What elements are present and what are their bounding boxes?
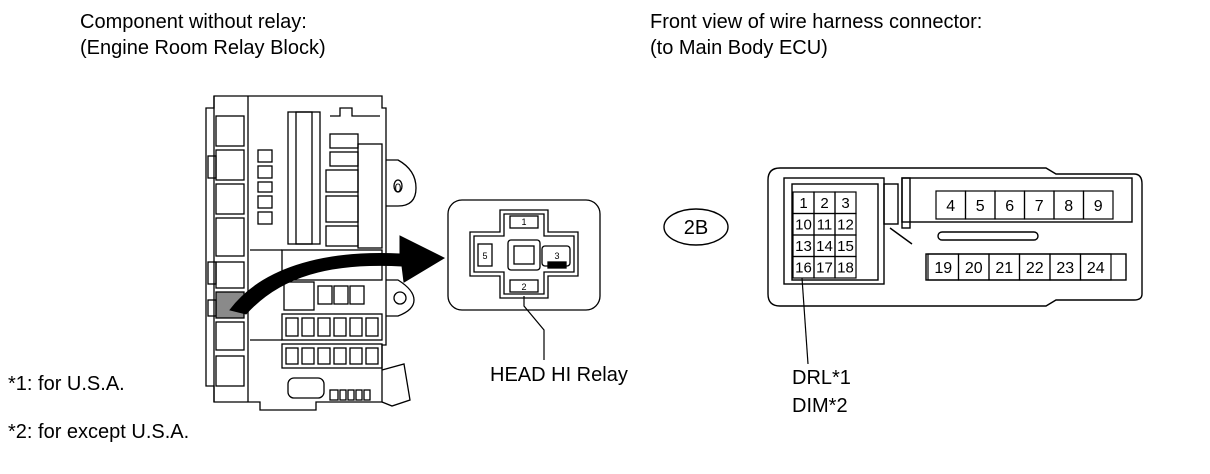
connector-code: 2B	[684, 217, 708, 239]
pin-23: 23	[1056, 260, 1074, 277]
pin-16: 16	[795, 260, 812, 277]
pin-9-cell	[1082, 190, 1114, 220]
relay-terminal-1: 1	[521, 217, 526, 227]
relay-block	[205, 95, 417, 411]
pin-24-cell	[1079, 253, 1112, 281]
pin-2: 2	[820, 195, 828, 212]
pin-4: 4	[946, 198, 955, 215]
pin-22: 22	[1026, 260, 1044, 277]
relay-leader-line	[523, 296, 545, 360]
ecu-pin-cells	[792, 190, 1114, 281]
connector-code-oval	[663, 208, 729, 246]
left-caption-line2: (Engine Room Relay Block)	[80, 37, 326, 59]
pin-5: 5	[976, 198, 985, 215]
ecu-connector	[767, 167, 1143, 307]
pin-12: 12	[837, 217, 854, 234]
pin-11: 11	[817, 217, 833, 234]
relay-block-small-label: 0	[395, 181, 402, 195]
pin-18-cell	[834, 255, 857, 279]
right-caption-line1: Front view of wire harness connector:	[650, 11, 983, 33]
relay-terminal-2: 2	[521, 282, 526, 292]
pin-13: 13	[795, 238, 812, 255]
relay-terminal-3: 3	[554, 251, 559, 261]
pin-21: 21	[995, 260, 1013, 277]
pin-17: 17	[816, 260, 833, 277]
pin-1: 1	[799, 195, 807, 212]
relay-terminal-5: 5	[482, 251, 487, 261]
pin-8: 8	[1064, 198, 1073, 215]
pin-20: 20	[965, 260, 983, 277]
pin-3: 3	[841, 195, 849, 212]
pin-14: 14	[816, 238, 833, 255]
callout-arrow	[229, 235, 446, 315]
pin-7: 7	[1035, 198, 1044, 215]
relay-socket	[447, 199, 601, 311]
pin-10: 10	[795, 217, 812, 234]
pin-9: 9	[1094, 198, 1103, 215]
pin-24: 24	[1087, 260, 1105, 277]
pin-18: 18	[837, 260, 854, 277]
relay-label: HEAD HI Relay	[490, 364, 628, 386]
pin-label-dim: DIM*2	[792, 395, 848, 417]
right-caption-line2: (to Main Body ECU)	[650, 37, 828, 59]
footnote-except-usa: *2: for except U.S.A.	[8, 421, 190, 443]
footnote-usa: *1: for U.S.A.	[8, 373, 125, 395]
pin-19: 19	[934, 260, 952, 277]
pin-15: 15	[837, 238, 854, 255]
pin16-leader-line	[801, 277, 809, 365]
pin-label-drl: DRL*1	[792, 367, 851, 389]
left-caption-line1: Component without relay:	[80, 11, 307, 33]
pin-6: 6	[1005, 198, 1014, 215]
